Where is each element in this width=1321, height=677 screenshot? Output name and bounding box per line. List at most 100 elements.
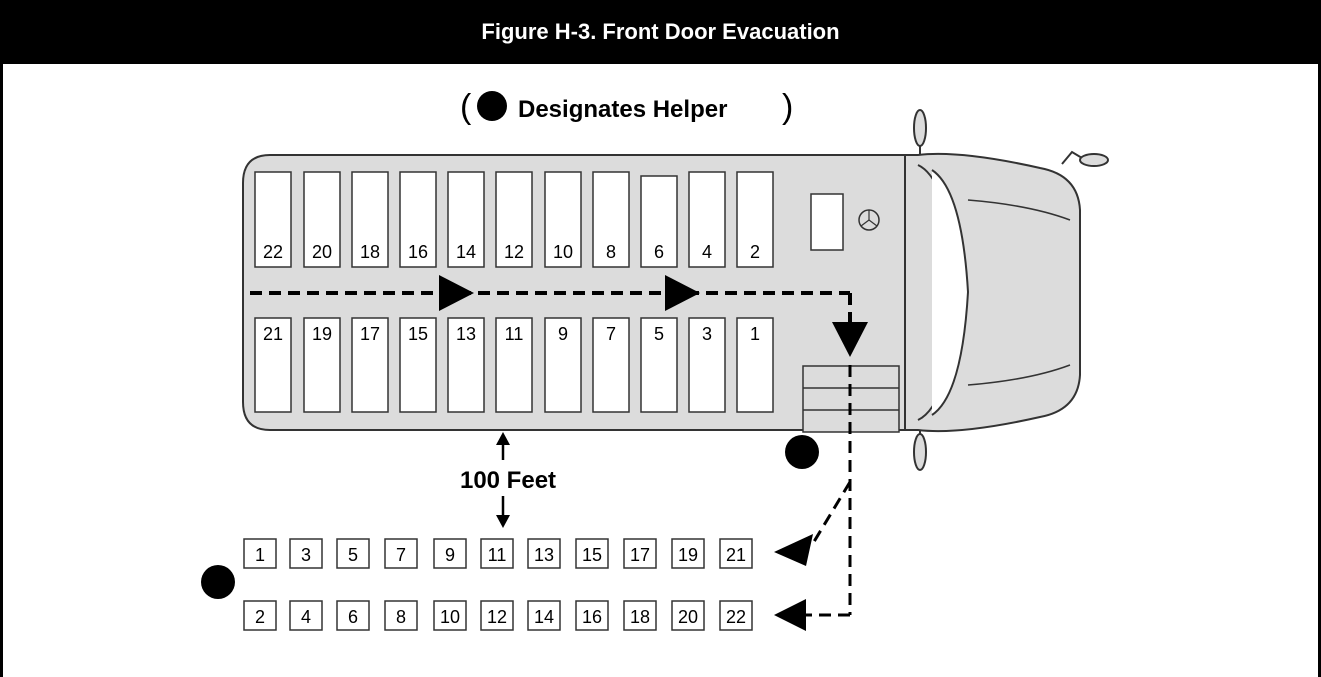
line-up-box xyxy=(243,538,277,569)
legend-label: Designates Helper xyxy=(518,96,727,123)
line-up-label: 2 xyxy=(255,607,265,627)
arrow-up-icon xyxy=(496,432,510,445)
row-even-arrow-icon xyxy=(774,599,806,631)
hood-line-top xyxy=(967,199,1071,221)
helper-marker-door xyxy=(785,435,819,469)
exit-arrow-icon xyxy=(832,322,868,357)
distance-label: 100 Feet xyxy=(460,467,556,494)
line-up-label: 22 xyxy=(726,607,746,627)
bus-seat xyxy=(592,317,630,413)
bus-bottom-row-seats: 21 19 17 15 13 11 9 7 5 3 1 xyxy=(254,317,774,413)
seat-label: 9 xyxy=(558,324,568,344)
driver-seat xyxy=(810,193,844,251)
bus-seat xyxy=(544,171,582,268)
line-up-label: 9 xyxy=(445,545,455,565)
branch-path-line xyxy=(810,481,852,546)
figure-title: Figure H-3. Front Door Evacuation xyxy=(481,19,840,44)
line-up-label: 8 xyxy=(396,607,406,627)
bus-seat xyxy=(544,317,582,413)
line-up-box xyxy=(623,538,657,569)
legend-close-paren: ) xyxy=(782,88,793,126)
seat-label: 14 xyxy=(456,242,476,262)
seat-label: 8 xyxy=(606,242,616,262)
seat-label: 20 xyxy=(312,242,332,262)
bus-seat xyxy=(254,171,292,268)
line-up-label: 7 xyxy=(396,545,406,565)
seat-label: 10 xyxy=(553,242,573,262)
seat-label: 1 xyxy=(750,324,760,344)
seat-label: 16 xyxy=(408,242,428,262)
bus-seat xyxy=(736,317,774,413)
line-up-label: 16 xyxy=(582,607,602,627)
front-mirror-icon xyxy=(1061,150,1109,167)
bus-top-row-seats: 22 20 18 16 14 12 10 8 6 4 2 xyxy=(254,171,774,268)
bus-seat xyxy=(495,317,533,413)
aisle-arrow-icon xyxy=(665,275,700,311)
seat-label: 6 xyxy=(654,242,664,262)
bus-seat xyxy=(351,171,389,268)
line-up-box xyxy=(480,600,514,631)
bus-seat xyxy=(351,317,389,413)
row-odd-arrow-icon xyxy=(774,534,813,566)
figure-title-bar: Figure H-3. Front Door Evacuation xyxy=(0,0,1321,64)
hood-line-bottom xyxy=(967,364,1071,386)
bus-seat xyxy=(447,317,485,413)
line-up-even-row: 2 4 6 8 10 12 14 16 18 20 22 xyxy=(243,600,753,631)
line-up-box xyxy=(719,600,753,631)
line-up-label: 4 xyxy=(301,607,311,627)
seat-label: 18 xyxy=(360,242,380,262)
bus-seat xyxy=(303,171,341,268)
seat-label: 2 xyxy=(750,242,760,262)
seat-label: 7 xyxy=(606,324,616,344)
line-up-box xyxy=(671,600,705,631)
bus-seat xyxy=(399,317,437,413)
legend: ( Designates Helper ) xyxy=(460,88,793,126)
bus-seat xyxy=(254,317,292,413)
steering-wheel-icon xyxy=(858,209,880,231)
bus-seat xyxy=(303,317,341,413)
line-up-box xyxy=(623,600,657,631)
line-up-label: 21 xyxy=(726,545,746,565)
seat-label: 15 xyxy=(408,324,428,344)
line-up-box xyxy=(433,538,467,569)
bus-hood xyxy=(904,152,1081,433)
line-up-label: 5 xyxy=(348,545,358,565)
line-up-label: 20 xyxy=(678,607,698,627)
bus-seat xyxy=(736,171,774,268)
line-up-label: 11 xyxy=(488,545,507,565)
line-up-label: 13 xyxy=(534,545,554,565)
arrow-down-icon xyxy=(496,515,510,528)
line-up-label: 19 xyxy=(678,545,698,565)
seat-label: 22 xyxy=(263,242,283,262)
line-up-label: 12 xyxy=(487,607,507,627)
bus-seat xyxy=(688,317,726,413)
line-up-box xyxy=(527,538,561,569)
bus-seat xyxy=(640,317,678,413)
top-mirror-icon xyxy=(913,109,927,157)
aisle-arrow-icon xyxy=(439,275,474,311)
line-up-label: 6 xyxy=(348,607,358,627)
line-up-label: 10 xyxy=(440,607,460,627)
line-up-box xyxy=(671,538,705,569)
line-up-odd-row: 1 3 5 7 9 11 13 15 17 19 21 xyxy=(243,538,753,569)
line-up-label: 1 xyxy=(255,545,265,565)
seat-label: 11 xyxy=(505,324,524,344)
seat-label: 21 xyxy=(263,324,283,344)
line-up-box xyxy=(289,538,323,569)
seat-label: 13 xyxy=(456,324,476,344)
helper-marker-line xyxy=(201,565,235,599)
seat-label: 12 xyxy=(504,242,524,262)
line-up-box xyxy=(243,600,277,631)
helper-legend-icon xyxy=(477,91,507,121)
line-up-label: 14 xyxy=(534,607,554,627)
legend-open-paren: ( xyxy=(460,88,472,126)
seat-label: 5 xyxy=(654,324,664,344)
bottom-mirror-icon xyxy=(913,428,927,471)
bus-seat xyxy=(495,171,533,268)
line-up-label: 3 xyxy=(301,545,311,565)
seat-label: 19 xyxy=(312,324,332,344)
bus-seat xyxy=(592,171,630,268)
evacuation-path xyxy=(250,275,868,631)
seat-label: 4 xyxy=(702,242,712,262)
